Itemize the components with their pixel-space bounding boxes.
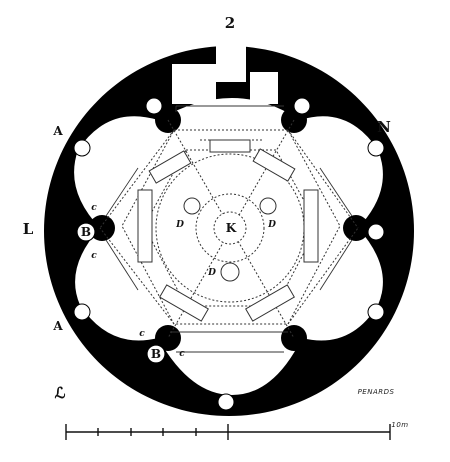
slab-right <box>303 189 319 263</box>
center-features <box>183 197 277 282</box>
b-marker-bottom <box>146 344 166 364</box>
wall-openings <box>73 97 385 411</box>
slab-bottom-right <box>245 284 295 322</box>
label-c-left-lower: c <box>91 251 97 261</box>
b-label-left: B <box>81 225 91 239</box>
center-well-k <box>213 211 247 245</box>
label-north: N <box>377 118 391 136</box>
buttress-left <box>89 215 115 241</box>
dashed-inner-hexagon <box>143 149 319 307</box>
slab-top-left <box>148 150 192 184</box>
opening-1 <box>145 97 163 115</box>
label-top-2: 2 <box>225 14 235 32</box>
label-c-bottom-left: c <box>139 329 145 339</box>
slab-top <box>209 139 251 153</box>
b-marker-left <box>76 222 96 242</box>
b-markers: B B <box>76 222 166 364</box>
b-label-bottom: B <box>151 347 161 361</box>
opening-4 <box>367 139 385 157</box>
buttress-right <box>343 215 369 241</box>
label-d-left: D <box>175 220 184 230</box>
inner-solid-lines <box>105 105 353 353</box>
signature: PENARDS <box>358 388 395 396</box>
buttresses <box>89 107 369 351</box>
label-bottom-left: ℒ <box>55 384 66 402</box>
slabs <box>137 139 319 322</box>
label-a-lower: A <box>52 319 63 333</box>
buttress-bottom-left <box>155 325 181 351</box>
opening-7 <box>367 303 385 321</box>
d-circle-right <box>259 197 277 215</box>
scale-bar <box>65 424 391 440</box>
buttress-bottom-right <box>281 325 307 351</box>
opening-2 <box>293 97 311 115</box>
entrance-right-jamb <box>250 72 278 104</box>
slab-top-right <box>252 148 296 182</box>
opening-8 <box>217 393 235 411</box>
entrance-left-jamb <box>172 64 216 104</box>
opening-5 <box>367 223 385 241</box>
label-d-right: D <box>267 220 276 230</box>
label-c-bottom-right: c <box>179 349 185 359</box>
slab-bottom-left <box>159 284 209 322</box>
label-a-upper: A <box>52 124 63 138</box>
label-c-left-upper: c <box>91 203 97 213</box>
slab-left <box>137 189 153 263</box>
dashed-center-ring <box>195 193 265 263</box>
label-k: K <box>226 221 237 235</box>
scale-unit-label: 10m <box>391 421 408 429</box>
label-left-l: L <box>23 220 34 238</box>
label-d-bottom: D <box>207 268 216 278</box>
opening-6 <box>73 303 91 321</box>
d-circle-bottom <box>220 262 240 282</box>
opening-3 <box>73 139 91 157</box>
d-circle-left <box>183 197 201 215</box>
entrance-gap <box>216 40 246 82</box>
